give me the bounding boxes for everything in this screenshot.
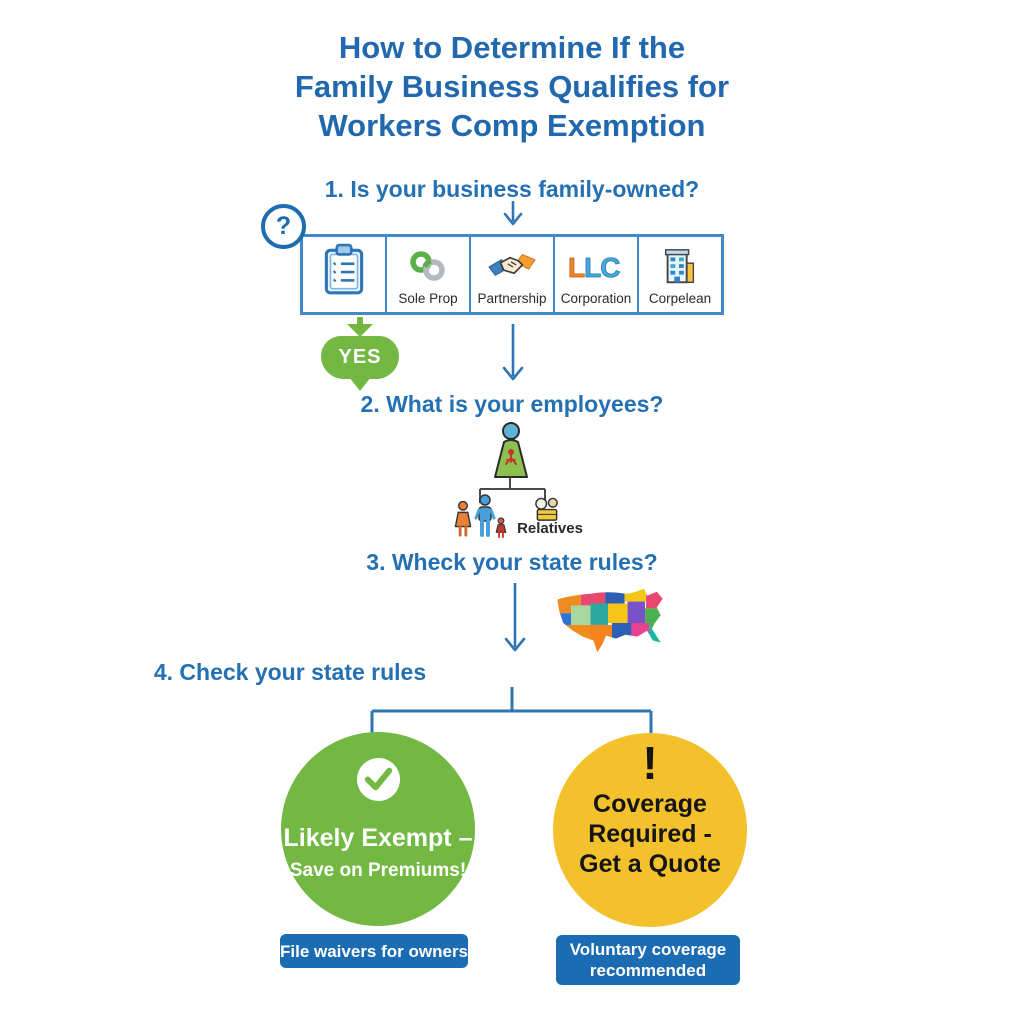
business-type-cell: Corpelean	[637, 237, 721, 312]
yes-label: YES	[338, 346, 382, 368]
coverage-required-circle: ! Coverage Required - Get a Quote	[553, 733, 747, 927]
exempt-title: Likely Exempt –	[283, 824, 473, 852]
step4-heading: 4. Check your state rules	[153, 659, 427, 685]
question-mark-icon: ?	[261, 204, 306, 249]
exempt-subtitle: Save on Premiums!	[289, 860, 467, 881]
business-type-cell: Partnership	[469, 237, 553, 312]
check-icon	[355, 756, 402, 808]
business-type-cell: Sole Prop	[385, 237, 469, 312]
step3-heading: 3. Wheck your state rules?	[366, 549, 658, 575]
title-line-3: Workers Comp Exemption	[318, 108, 706, 143]
title-line-1: How to Determine If the	[338, 30, 686, 65]
voluntary-coverage-button[interactable]: Voluntary coverage recommended	[556, 935, 740, 985]
family-tree-connector	[479, 477, 546, 503]
business-type-cell	[303, 237, 385, 312]
business-type-label: Sole Prop	[398, 291, 458, 306]
handshake-icon	[487, 243, 537, 291]
yes-bubble-tail	[349, 377, 371, 391]
woman-figure-icon	[454, 501, 472, 537]
down-arrow-icon	[502, 324, 524, 381]
clipboard-icon	[321, 243, 367, 297]
building-icon	[660, 243, 700, 291]
business-types-box: Sole Prop Partnership LLC	[300, 234, 724, 315]
question-mark-glyph: ?	[275, 212, 292, 240]
step2-heading: 2. What is your employees?	[360, 391, 664, 417]
child-figure-icon	[495, 517, 507, 538]
down-arrow-icon	[504, 583, 526, 652]
coverage-required-text: Coverage Required - Get a Quote	[579, 790, 721, 878]
business-type-label: Partnership	[477, 291, 547, 306]
relatives-label: Relatives	[517, 520, 583, 537]
file-waivers-button[interactable]: File waivers for owners	[280, 934, 468, 968]
svg-text:LLC: LLC	[568, 252, 620, 283]
title-line-2: Family Business Qualifies for	[294, 69, 730, 104]
us-map-icon	[557, 588, 663, 653]
man-figure-icon	[474, 494, 496, 537]
step1-heading: 1. Is your business family-owned?	[324, 176, 700, 202]
branch-connector	[370, 687, 653, 734]
business-type-label: Corporation	[560, 291, 632, 306]
chain-link-icon	[407, 243, 449, 291]
llc-logo-icon: LLC	[565, 243, 627, 291]
exempt-outcome-circle: Likely Exempt – Save on Premiums!	[281, 732, 475, 926]
page-title: How to Determine If the Family Business …	[0, 28, 1024, 145]
yes-bubble: YES	[321, 336, 399, 391]
down-arrow-icon	[503, 201, 523, 226]
green-down-arrow-icon	[347, 317, 373, 337]
mother-figure-icon	[494, 422, 528, 478]
business-type-cell: LLC Corporation	[553, 237, 637, 312]
exclamation-icon: !	[642, 737, 658, 789]
business-type-label: Corpelean	[648, 291, 712, 306]
relatives-group-icon	[535, 497, 558, 521]
